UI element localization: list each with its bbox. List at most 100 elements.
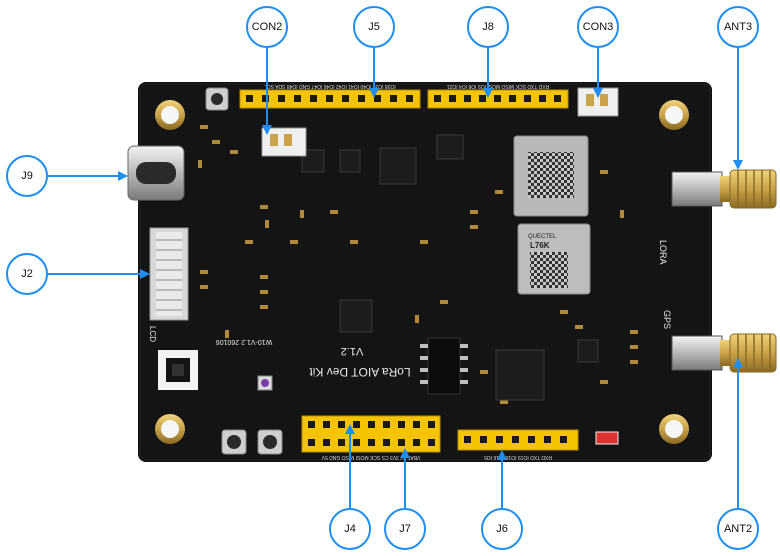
- boot-button: [257, 429, 283, 455]
- header-pin-hole: [413, 439, 420, 446]
- pcb-board: QUECTEL L76K: [127, 82, 777, 462]
- callout-j2-label: J2: [21, 268, 33, 280]
- header-pin-hole: [524, 95, 531, 102]
- ic-chips: [301, 134, 599, 401]
- header-pin-hole: [338, 439, 345, 446]
- callout-ant3: ANT3: [717, 6, 759, 48]
- gnss-model-text: L76K: [530, 241, 550, 250]
- callout-j6-label: J6: [496, 523, 508, 535]
- callout-j4: J4: [329, 508, 371, 550]
- lcd-silk-text: LCD: [148, 326, 157, 342]
- gnss-brand-text: QUECTEL: [528, 234, 557, 240]
- callout-j9-label: J9: [21, 170, 33, 182]
- header-pin-hole: [383, 421, 390, 428]
- header-pin-hole: [398, 421, 405, 428]
- gps-silk-text: GPS: [662, 310, 672, 329]
- usb-c-port: [127, 145, 185, 201]
- callout-con3: CON3: [577, 6, 619, 48]
- header-pin-hole: [374, 95, 381, 102]
- callout-j8: J8: [467, 6, 509, 48]
- header-pin-hole: [464, 95, 471, 102]
- header-pin-hole: [383, 439, 390, 446]
- callout-ant3-label: ANT3: [723, 21, 753, 33]
- callout-j7-label: J7: [399, 523, 411, 535]
- gnss-module: QUECTEL L76K: [517, 223, 591, 295]
- header-pin-hole: [496, 436, 503, 443]
- board-version-text: V1.2: [341, 345, 364, 357]
- header-pin-hole: [406, 95, 413, 102]
- callout-con3-label: CON3: [582, 21, 614, 33]
- callout-con2: CON2: [246, 6, 288, 48]
- header-pin-hole: [262, 95, 269, 102]
- header-pin-hole: [368, 439, 375, 446]
- callout-j5: J5: [353, 6, 395, 48]
- pwr-button: [221, 429, 247, 455]
- callout-ant2-label: ANT2: [723, 523, 753, 535]
- j6-pin-labels: RXD TXD IO19 IO18 IO16 IO5: [484, 454, 552, 460]
- sma-gps: [671, 333, 777, 373]
- header-pin-hole: [308, 439, 315, 446]
- header-pin-hole: [323, 439, 330, 446]
- j4-pin-labels: VBAT 5V 3V3 CS SCK MOSI MISO GND 5V: [321, 454, 420, 460]
- fpc-connector: [149, 227, 189, 321]
- header-pin-hole: [390, 95, 397, 102]
- header-pin-hole: [479, 95, 486, 102]
- callout-j5-label: J5: [368, 21, 380, 33]
- reset-button-top: [205, 87, 229, 111]
- flash-chip: [420, 337, 468, 395]
- board-title-text: LoRa AIOT Dev Kit: [309, 365, 411, 379]
- header-pin-hole: [449, 95, 456, 102]
- header-pin-hole: [326, 95, 333, 102]
- header-pin-hole: [353, 439, 360, 446]
- header-pin-holes: [246, 95, 567, 446]
- callout-j8-label: J8: [482, 21, 494, 33]
- header-pin-hole: [480, 436, 487, 443]
- lora-silk-text: LORA: [658, 240, 668, 265]
- header-pin-hole: [509, 95, 516, 102]
- led-dot: [261, 379, 269, 387]
- mounting-holes: [155, 100, 689, 444]
- header-pin-hole: [528, 436, 535, 443]
- header-pin-hole: [544, 436, 551, 443]
- j8-pin-labels: RXD TXD SCK MISO MOSI IO9 IO8 IO4 IO21: [447, 83, 550, 89]
- header-pin-hole: [434, 95, 441, 102]
- callout-con2-label: CON2: [251, 21, 283, 33]
- callout-arrows: [48, 47, 743, 508]
- header-pin-hole: [246, 95, 253, 102]
- header-pin-hole: [368, 421, 375, 428]
- callout-ant2: ANT2: [717, 508, 759, 550]
- header-pin-hole: [512, 436, 519, 443]
- header-pin-hole: [464, 436, 471, 443]
- callout-j6: J6: [481, 508, 523, 550]
- lora-module: [513, 135, 589, 217]
- header-pin-hole: [413, 421, 420, 428]
- callout-j2: J2: [6, 253, 48, 295]
- header-pin-hole: [338, 421, 345, 428]
- header-pin-hole: [278, 95, 285, 102]
- con2-connector: [261, 127, 307, 157]
- callout-j4-label: J4: [344, 523, 356, 535]
- header-pin-hole: [494, 95, 501, 102]
- header-pin-hole: [539, 95, 546, 102]
- header-pin-hole: [294, 95, 301, 102]
- sma-lora: [671, 169, 777, 209]
- header-pin-hole: [308, 421, 315, 428]
- header-pin-hole: [428, 439, 435, 446]
- header-pin-hole: [353, 421, 360, 428]
- header-pin-hole: [358, 95, 365, 102]
- j5-pin-labels: IO38 IO39 IO40 IO41 IO42 IO46 IO47 GND I…: [264, 83, 396, 89]
- sensor-frame: [158, 350, 198, 390]
- callout-j7: J7: [384, 508, 426, 550]
- header-pin-hole: [310, 95, 317, 102]
- header-pin-hole: [342, 95, 349, 102]
- header-pin-hole: [560, 436, 567, 443]
- header-pin-hole: [428, 421, 435, 428]
- ant1-component: [595, 431, 619, 445]
- header-pin-hole: [323, 421, 330, 428]
- board-revision-text: W10-V1.2 260106: [216, 338, 273, 345]
- header-pin-hole: [554, 95, 561, 102]
- callout-j9: J9: [6, 155, 48, 197]
- header-pin-hole: [398, 439, 405, 446]
